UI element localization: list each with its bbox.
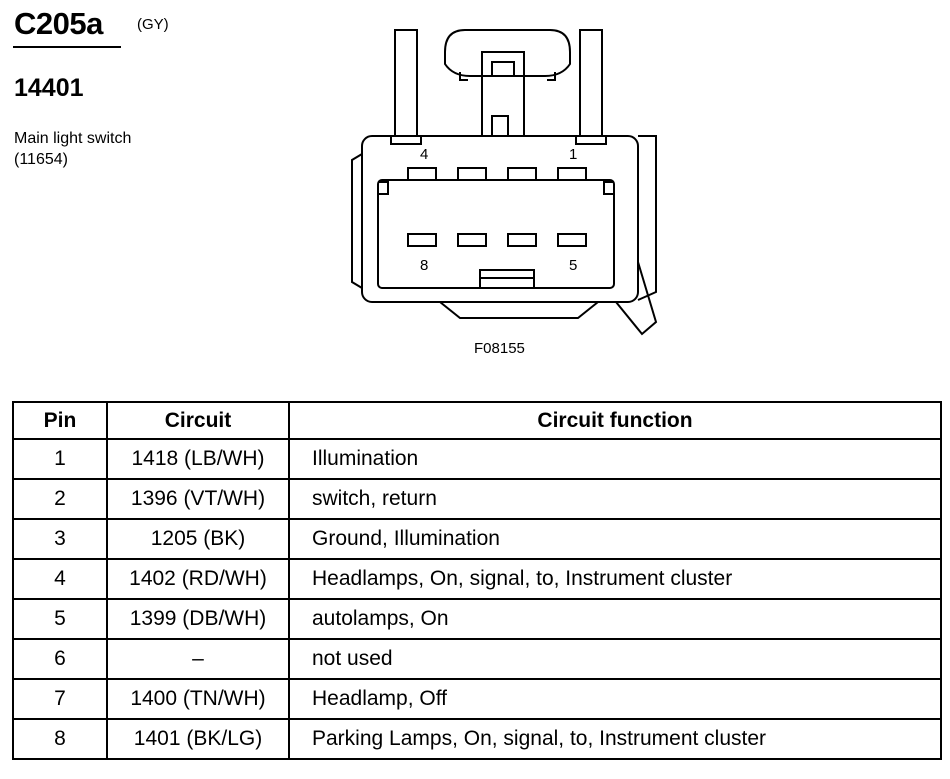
pin-cell: 3 (12, 518, 108, 560)
pin-5-terminal (557, 233, 587, 247)
table-row: 1 1418 (LB/WH) Illumination (12, 438, 942, 480)
function-cell: Headlamps, On, signal, to, Instrument cl… (288, 558, 942, 600)
pin-label-1: 1 (569, 146, 577, 163)
connector-housing (361, 135, 639, 303)
pin-cell: 1 (12, 438, 108, 480)
connector-id: C205a (14, 6, 103, 41)
table-row: 2 1396 (VT/WH) switch, return (12, 478, 942, 520)
connector-face-diagram: 4 1 8 5 (351, 29, 658, 336)
circuit-cell: 1401 (BK/LG) (106, 718, 290, 760)
lock-post (481, 51, 525, 137)
pin-cell: 4 (12, 558, 108, 600)
header-circuit: Circuit (106, 401, 290, 440)
pin-label-5: 5 (569, 257, 577, 274)
circuit-cell: 1205 (BK) (106, 518, 290, 560)
figure-id: F08155 (474, 340, 525, 357)
description: Main light switch (11654) (14, 128, 131, 170)
function-cell: switch, return (288, 478, 942, 520)
pin-2-terminal (507, 167, 537, 181)
pin-8-terminal (407, 233, 437, 247)
header-function: Circuit function (288, 401, 942, 440)
right-latch-base (575, 135, 607, 145)
function-cell: Illumination (288, 438, 942, 480)
color-code: (GY) (137, 16, 169, 33)
function-cell: not used (288, 638, 942, 680)
pin-1-terminal (557, 167, 587, 181)
function-cell: Ground, Illumination (288, 518, 942, 560)
pin-4-terminal (407, 167, 437, 181)
table-row: 6 – not used (12, 638, 942, 680)
left-latch-base (390, 135, 422, 145)
pin-6-terminal (507, 233, 537, 247)
table-row: 3 1205 (BK) Ground, Illumination (12, 518, 942, 560)
circuit-cell: 1418 (LB/WH) (106, 438, 290, 480)
pin-label-4: 4 (420, 146, 428, 163)
pin-cell: 5 (12, 598, 108, 640)
pin-cell: 2 (12, 478, 108, 520)
pin-3-terminal (457, 167, 487, 181)
table-header-row: Pin Circuit Circuit function (12, 401, 942, 440)
circuit-cell: 1402 (RD/WH) (106, 558, 290, 600)
table-row: 5 1399 (DB/WH) autolamps, On (12, 598, 942, 640)
title-underline (13, 46, 121, 48)
circuit-cell: 1399 (DB/WH) (106, 598, 290, 640)
circuit-cell: – (106, 638, 290, 680)
description-line-1: Main light switch (14, 130, 132, 147)
circuit-cell: 1396 (VT/WH) (106, 478, 290, 520)
left-latch-arm (394, 29, 418, 137)
left-side-rib (351, 153, 363, 289)
function-cell: Headlamp, Off (288, 678, 942, 720)
part-number: 14401 (14, 74, 84, 102)
pin-label-8: 8 (420, 257, 428, 274)
function-cell: autolamps, On (288, 598, 942, 640)
right-side-rib (637, 135, 657, 301)
function-cell: Parking Lamps, On, signal, to, Instrumen… (288, 718, 942, 760)
pin-cell: 6 (12, 638, 108, 680)
pin-7-terminal (457, 233, 487, 247)
table-row: 4 1402 (RD/WH) Headlamps, On, signal, to… (12, 558, 942, 600)
pin-cell: 8 (12, 718, 108, 760)
table-row: 7 1400 (TN/WH) Headlamp, Off (12, 678, 942, 720)
bottom-key (439, 301, 599, 319)
description-line-2: (11654) (14, 151, 68, 168)
circuit-cell: 1400 (TN/WH) (106, 678, 290, 720)
table-row: 8 1401 (BK/LG) Parking Lamps, On, signal… (12, 718, 942, 760)
right-latch-arm (579, 29, 603, 137)
pin-cell: 7 (12, 678, 108, 720)
header-pin: Pin (12, 401, 108, 440)
pin-table: Pin Circuit Circuit function 1 1418 (LB/… (12, 401, 942, 760)
